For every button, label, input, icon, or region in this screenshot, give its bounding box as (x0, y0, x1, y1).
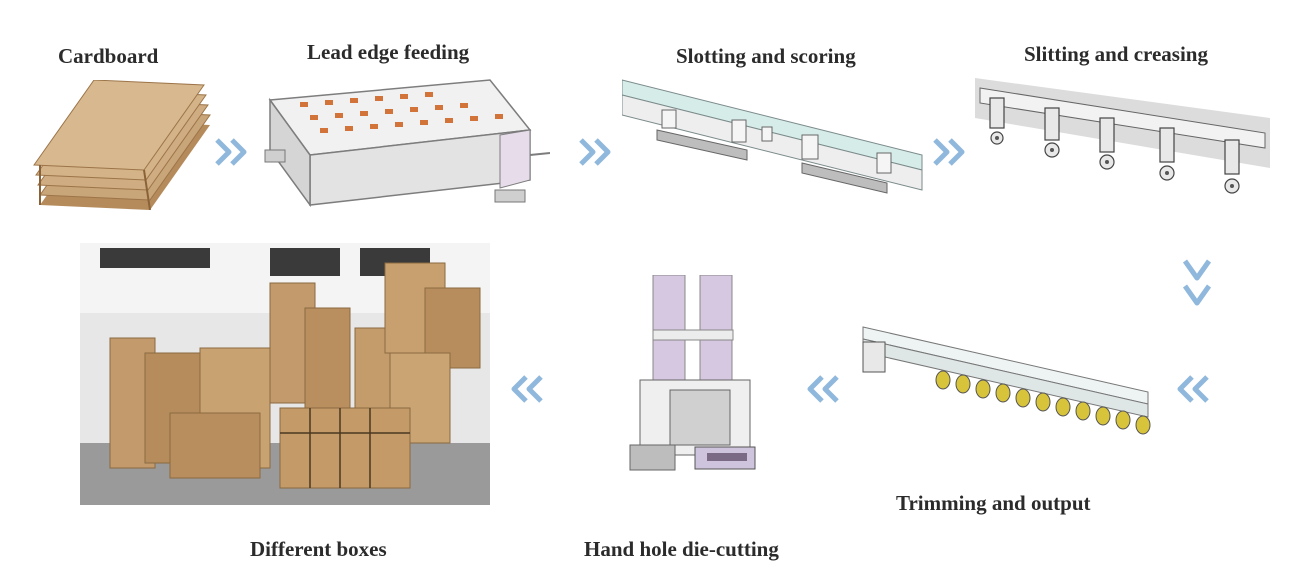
cardboard-stack-image (33, 80, 211, 210)
double-chevron-right-icon (215, 138, 247, 166)
lead-edge-feeding-image (264, 79, 550, 208)
label-different-boxes: Different boxes (250, 537, 387, 561)
label-trimming-output: Trimming and output (896, 491, 1091, 515)
hand-hole-die-cutting-image (629, 275, 756, 471)
label-hand-hole-die-cutting: Hand hole die-cutting (584, 537, 779, 561)
label-lead-edge-feeding: Lead edge feeding (307, 40, 470, 64)
double-chevron-right-icon (933, 138, 965, 166)
label-cardboard: Cardboard (58, 44, 159, 68)
slotting-scoring-image (622, 79, 923, 194)
double-chevron-right-icon (579, 138, 611, 166)
label-slitting-creasing: Slitting and creasing (1024, 42, 1208, 66)
different-boxes-image (80, 243, 490, 505)
double-chevron-left-icon (1177, 375, 1209, 403)
trimming-output-image (862, 326, 1151, 435)
double-chevron-down-icon (1182, 259, 1212, 306)
label-slotting-scoring: Slotting and scoring (676, 44, 856, 68)
slitting-creasing-image (975, 78, 1270, 194)
double-chevron-left-icon (807, 375, 839, 403)
double-chevron-left-icon (511, 375, 543, 403)
